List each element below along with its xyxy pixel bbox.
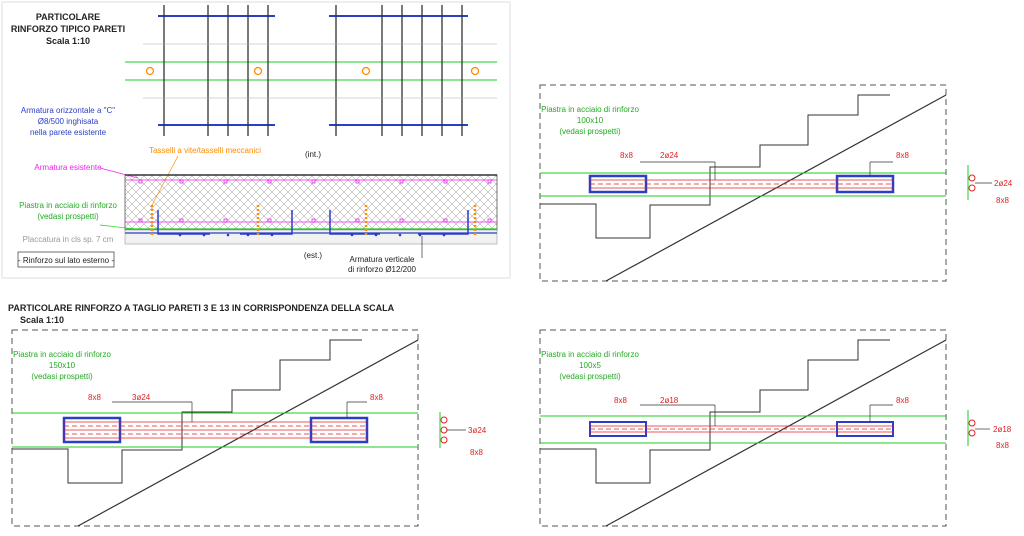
svg-text:3ø24: 3ø24: [132, 393, 151, 402]
external-side-label: - Rinforzo sul lato esterno -: [18, 256, 114, 265]
svg-text:8x8: 8x8: [88, 393, 101, 402]
svg-text:8x8: 8x8: [996, 441, 1009, 450]
section-scale: Scala 1:10: [20, 315, 64, 325]
svg-text:8x8: 8x8: [996, 196, 1009, 205]
stair-detail-bottom-left: [11, 329, 419, 527]
plaster-label: Placcatura in cls sp. 7 cm: [23, 235, 114, 244]
svg-text:Piastra in acciaio di rinforzo: Piastra in acciaio di rinforzo: [541, 105, 639, 114]
svg-text:2ø24: 2ø24: [660, 151, 679, 160]
svg-text:(vedasi prospetti): (vedasi prospetti): [559, 372, 621, 381]
steel-plate-label-line1: Piastra in acciaio di rinforzo: [19, 201, 117, 210]
svg-text:3ø24: 3ø24: [468, 426, 487, 435]
steel-plate-label-line2: (vedasi prospetti): [37, 212, 99, 221]
svg-text:8x8: 8x8: [896, 151, 909, 160]
vertical-rebar-label-line2: di rinforzo Ø12/200: [348, 265, 417, 274]
detail1-scale: Scala 1:10: [46, 36, 90, 46]
anchor-icon: [253, 66, 263, 76]
section-title: PARTICOLARE RINFORZO A TAGLIO PARETI 3 E…: [8, 303, 395, 313]
detail1-frame: [1, 1, 511, 279]
anchors-label: Tasselli a vite/tasselli meccanici: [149, 146, 261, 155]
detail1-title-line2: RINFORZO TIPICO PARETI: [11, 24, 125, 34]
svg-text:2ø24: 2ø24: [994, 179, 1013, 188]
horizontal-rebar-label-line1: Armatura orizzontale a "C": [21, 106, 115, 115]
svg-text:Piastra in acciaio di rinforzo: Piastra in acciaio di rinforzo: [541, 350, 639, 359]
external-side-box: [17, 251, 115, 268]
svg-text:Piastra in acciaio di rinforzo: Piastra in acciaio di rinforzo: [13, 350, 111, 359]
stair-detail-bottom-right: [539, 329, 947, 527]
svg-text:8x8: 8x8: [614, 396, 627, 405]
anchor-icon: [361, 66, 371, 76]
anchor-icon: [145, 66, 155, 76]
svg-text:2ø18: 2ø18: [993, 425, 1012, 434]
stair-detail-top-right-labels: Piastra in acciaio di rinforzo 100x10 (v…: [541, 105, 1013, 205]
vertical-rebar-label-line1: Armatura verticale: [350, 255, 415, 264]
stair-detail-bottom-right-labels: Piastra in acciaio di rinforzo 100x5 (ve…: [541, 350, 1012, 450]
plan-view: [125, 5, 497, 136]
svg-text:2ø18: 2ø18: [660, 396, 679, 405]
stair-detail-bottom-left-labels: Piastra in acciaio di rinforzo 150x10 (v…: [13, 350, 487, 457]
svg-text:8x8: 8x8: [620, 151, 633, 160]
detail1: PARTICOLARE RINFORZO TIPICO PARETI Scala…: [11, 5, 498, 274]
detail1-title-line1: PARTICOLARE: [36, 12, 100, 22]
svg-text:(vedasi prospetti): (vedasi prospetti): [31, 372, 93, 381]
int-label: (int.): [305, 150, 321, 159]
svg-text:8x8: 8x8: [370, 393, 383, 402]
svg-text:(vedasi prospetti): (vedasi prospetti): [559, 127, 621, 136]
est-label: (est.): [304, 251, 323, 260]
horizontal-rebar-label-line3: nella parete esistente: [30, 128, 107, 137]
horizontal-rebar-label-line2: Ø8/500 inghisata: [38, 117, 99, 126]
svg-text:8x8: 8x8: [896, 396, 909, 405]
svg-text:100x5: 100x5: [579, 361, 601, 370]
svg-text:100x10: 100x10: [577, 116, 604, 125]
svg-text:150x10: 150x10: [49, 361, 76, 370]
existing-rebar-label: Armatura esistente: [34, 163, 102, 172]
anchor-icon: [470, 66, 480, 76]
wall-section: [124, 174, 498, 245]
stair-detail-top-right: [539, 84, 947, 282]
svg-text:8x8: 8x8: [470, 448, 483, 457]
